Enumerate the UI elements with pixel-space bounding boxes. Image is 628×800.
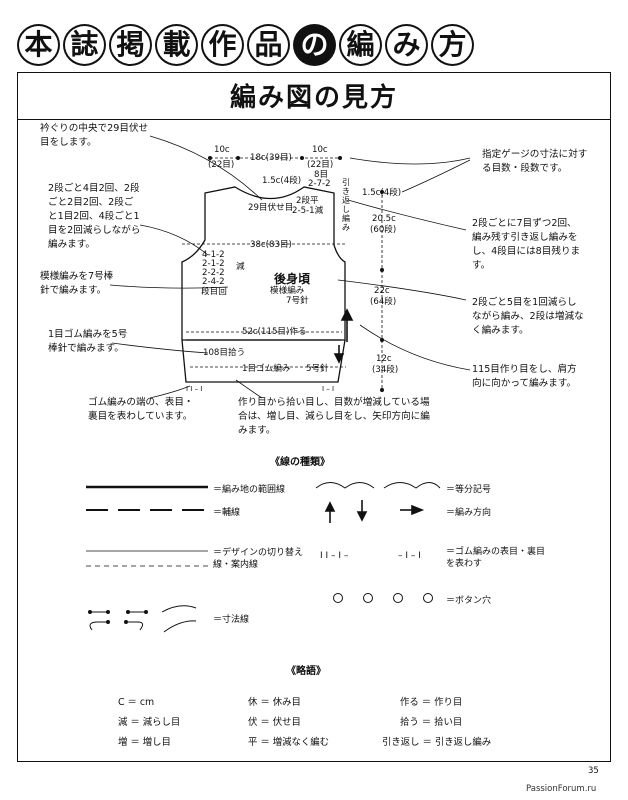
- note-armhole: 2段ごと4目2回、2段ごと2目2回、2段ごと1目2回、4段ごと1目を2回減らしな…: [48, 183, 141, 250]
- label-dec: 減: [236, 262, 245, 272]
- dim-left-top-sts: (22目): [208, 160, 235, 170]
- legend-knit-range: ＝編み地の範囲線: [213, 485, 286, 495]
- garment-outline: [181, 186, 346, 341]
- note-shoulder-dec: 2段ごと5目を1回減らしながら編み、2段は増減なく編みます。: [472, 297, 584, 336]
- note-rib: 1目ゴム編みを5号棒針で編みます。: [48, 329, 128, 354]
- header-char: の: [293, 24, 336, 66]
- dim-cast-on: 52c(115目)作る: [242, 327, 307, 337]
- label-pickup: 108目拾う: [203, 348, 246, 358]
- abbrev-2-3: 平 ＝ 増減なく編む: [248, 737, 329, 748]
- legend-rib-mark-2: – I – I: [398, 551, 421, 561]
- header-char: み: [385, 24, 428, 66]
- dim-chest-width: 38c(83目): [250, 240, 292, 250]
- label-rib: 1目ゴム編み: [242, 364, 291, 374]
- header-char: 載: [155, 24, 198, 66]
- abbrev-1-3: 増 ＝ 増し目: [118, 737, 171, 748]
- label-short-rows: 引き返し編み: [342, 178, 350, 232]
- header-char: 方: [431, 24, 474, 66]
- note-gauge: 指定ゲージの寸法に対する目数・段数です。: [482, 149, 588, 174]
- abbrev-2-1: 休 ＝ 休み目: [248, 697, 301, 708]
- rib-mark-left: I I – I: [186, 385, 203, 393]
- page-header: 本誌掲載作品の編み方: [17, 24, 611, 66]
- dim-shoulder-left: 1.5c(4段): [262, 176, 302, 186]
- label-needle-5: 5号針: [306, 364, 329, 374]
- rib-mark-right: I – I: [322, 385, 335, 393]
- note-rib-edge: ゴム編みの端の、表目・裏目を表わしています。: [88, 397, 194, 422]
- note-pickup: 作り目から拾い目し、目数が増減している場合は、増し目、減らし目をし、矢印方向に編…: [238, 397, 430, 436]
- label-short-3: 2-5-1減: [292, 206, 324, 216]
- dim-armhole-height: 20.5c: [372, 214, 396, 224]
- legend-direction: ＝編み方向: [446, 508, 492, 518]
- note-neck: 衿ぐりの中央で29目伏せ目をします。: [40, 123, 149, 148]
- header-char: 作: [201, 24, 244, 66]
- dim-left-top: 10c: [214, 145, 230, 155]
- legend-guide: ＝輔線: [213, 508, 241, 518]
- legend-dimension: ＝寸法線: [213, 615, 250, 625]
- label-neck-bindoff: 29目伏せ目: [248, 203, 294, 213]
- legend-button: ＝ボタン穴: [446, 596, 492, 606]
- dim-armhole-rows: (60段): [370, 225, 397, 235]
- legend-equal-div: ＝等分記号: [446, 485, 492, 495]
- abbrev-title: 《略語》: [286, 666, 326, 677]
- label-dec-3: 2-2-2: [202, 268, 225, 278]
- header-char: 本: [17, 24, 60, 66]
- dim-right-top: 10c: [312, 145, 328, 155]
- section-title: 編み図の見方: [17, 72, 611, 120]
- legend-rib-desc: ＝ゴム編みの表目・裏目を表わす: [446, 547, 546, 569]
- label-dec-legend: 段目回: [201, 287, 227, 297]
- content-frame: [17, 72, 611, 762]
- label-dec-2: 2-1-2: [202, 259, 225, 269]
- label-short-2: 2段平: [296, 196, 319, 206]
- header-char: 掲: [109, 24, 152, 66]
- dim-right-top-sts: (22目): [307, 160, 334, 170]
- piece-name: 後身頃: [274, 272, 311, 286]
- abbrev-3-1: 作る ＝ 作り目: [400, 697, 463, 708]
- header-char: 誌: [63, 24, 106, 66]
- abbrev-1-2: 減 ＝ 減らし目: [118, 717, 181, 728]
- label-pattern: 模様編み: [270, 286, 305, 296]
- abbrev-3-2: 拾う ＝ 拾い目: [400, 717, 463, 728]
- dim-body-rows: (64段): [370, 297, 397, 307]
- line-types-title: 《線の種類》: [270, 457, 330, 468]
- watermark: PassionForum.ru: [526, 784, 597, 794]
- dim-shoulder-right: 1.5c(4段): [362, 188, 402, 198]
- legend-design-line: ＝デザインの切り替え線・案内線: [213, 548, 304, 570]
- rib-outline: [181, 339, 346, 383]
- label-8sts: 8目: [314, 170, 329, 180]
- dim-rib-height: 12c: [376, 354, 392, 364]
- label-needle-7: 7号針: [286, 296, 309, 306]
- note-short-row: 2段ごとに7目ずつ2回、編み残す引き返し編みをし、4段目には8目残ります。: [472, 218, 581, 271]
- header-char: 品: [247, 24, 290, 66]
- dim-rib-rows: (34段): [372, 365, 399, 375]
- dim-body-height: 22c: [374, 286, 390, 296]
- label-dec-4: 2-4-2: [202, 277, 225, 287]
- label-short-1: 2-7-2: [308, 179, 331, 189]
- header-char: 編: [339, 24, 382, 66]
- dim-mid-top: 18c(39目): [250, 153, 292, 163]
- note-pattern: 模様編みを7号棒針で編みます。: [40, 271, 114, 296]
- page-number: 35: [588, 766, 599, 776]
- note-cast-on: 115目作り目をし、肩方向に向かって編みます。: [472, 364, 577, 389]
- legend-rib-mark-1: I I – I –: [320, 551, 349, 561]
- label-dec-1: 4-1-2: [202, 250, 225, 260]
- abbrev-2-2: 伏 ＝ 伏せ目: [248, 717, 301, 728]
- abbrev-3-3: 引き返し ＝ 引き返し編み: [382, 737, 492, 748]
- abbrev-1-1: C ＝ cm: [118, 697, 155, 708]
